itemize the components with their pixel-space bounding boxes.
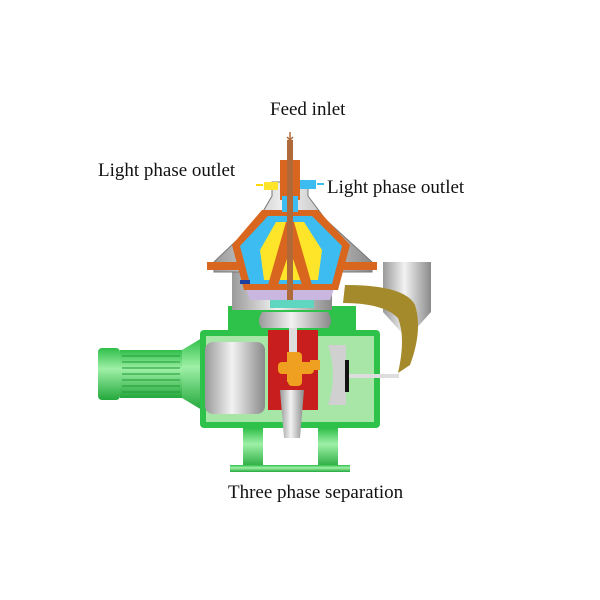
light-phase-outlet-left-label: Light phase outlet [98, 160, 236, 181]
light-phase-outlet-right-label: Light phase outlet [327, 177, 465, 198]
gear-housing [200, 306, 399, 438]
bowl-housing [207, 140, 377, 310]
feed-arrow-icon [286, 132, 294, 142]
diagram-caption: Three phase separation [228, 482, 404, 503]
feed-inlet-label: Feed inlet [270, 99, 346, 120]
solids-discharge [343, 262, 431, 373]
electric-motor [98, 338, 202, 410]
flow-arrows [256, 132, 324, 186]
support-legs [230, 428, 350, 472]
